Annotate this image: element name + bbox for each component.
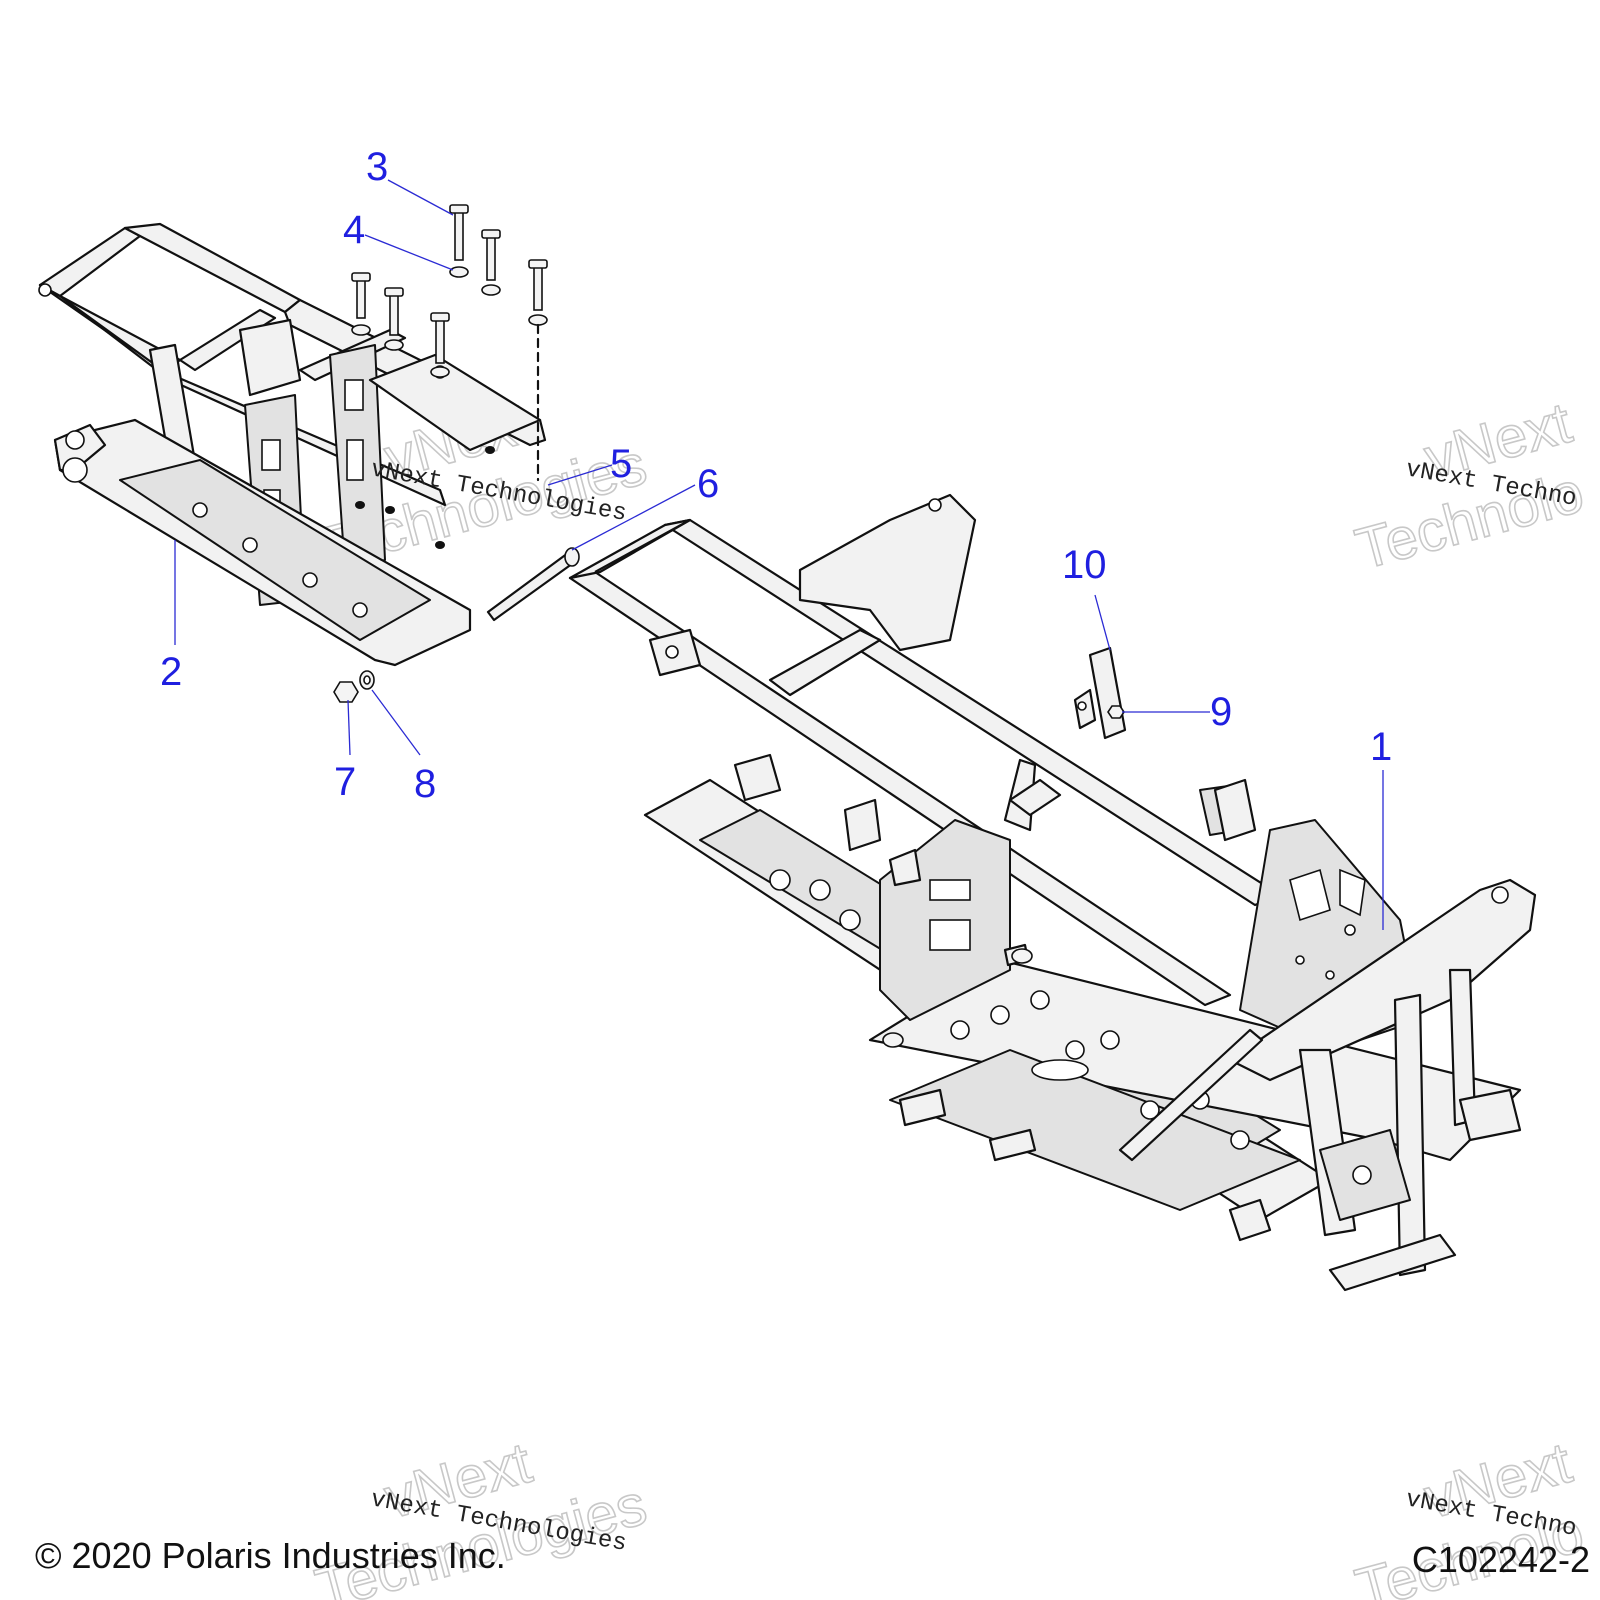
callout-5: 5: [610, 442, 632, 486]
nut-icon: [1107, 705, 1125, 719]
callout-10: 10: [1062, 543, 1107, 587]
callout-9: 9: [1210, 690, 1232, 734]
leader-lines: [174, 179, 1384, 930]
callout-2: 2: [160, 650, 182, 694]
callout-8: 8: [414, 762, 436, 806]
main-frame: [568, 493, 1537, 1292]
bolt-icon: [430, 312, 450, 378]
callout-6: 6: [697, 462, 719, 506]
callout-7: 7: [334, 760, 356, 804]
bracket: [1073, 646, 1127, 740]
rear-subframe: [38, 222, 547, 667]
pivot-shaft: [486, 547, 580, 622]
bolt-icon: [528, 259, 548, 326]
nut-icon: [333, 681, 359, 703]
bolt-icon: [481, 229, 501, 296]
washer-icon: [359, 670, 375, 690]
bolt-set: [333, 204, 548, 703]
copyright-text: © 2020 Polaris Industries Inc.: [35, 1535, 506, 1576]
figure-id: C102242-2: [1412, 1539, 1590, 1580]
callout-3: 3: [366, 145, 388, 189]
callout-4: 4: [343, 208, 365, 252]
bolt-icon: [384, 287, 404, 351]
bolt-icon: [351, 272, 371, 336]
callout-labels: 1 2 3 4 5 6 7 8 9 10: [160, 145, 1392, 806]
bolt-icon: [449, 204, 469, 278]
callout-1: 1: [1370, 725, 1392, 769]
